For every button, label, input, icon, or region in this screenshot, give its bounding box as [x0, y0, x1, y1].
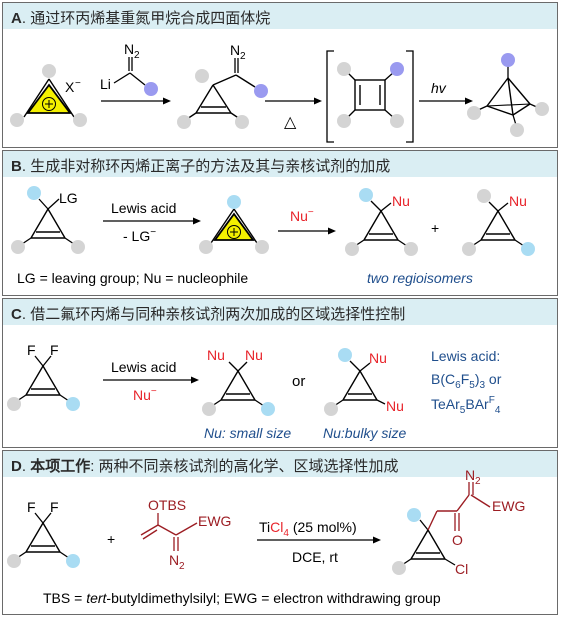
- panel-a-header: A. 通过环丙烯基重氮甲烷合成四面体烷: [3, 3, 557, 29]
- regioisomer-1: Nu: [345, 188, 418, 256]
- panel-d-scheme: F F + OTBS EWG N 2 TiCl4 (25 mol%) DCE, …: [7, 467, 525, 606]
- svg-text:F: F: [27, 342, 36, 358]
- lewis-acid-label-b: Lewis acid: [111, 200, 176, 216]
- svg-text:F: F: [50, 499, 59, 515]
- cyclopropenium-cation-a: X −: [10, 64, 87, 127]
- regioisomer-note: two regioisomers: [367, 270, 473, 286]
- svg-text:Nu: Nu: [207, 347, 225, 363]
- difluorocyclopropene-d: F F: [7, 499, 80, 568]
- nu-reagent-c: Nu−: [133, 386, 157, 403]
- nu-reagent-b: Nu−: [290, 207, 314, 224]
- cyclobutadiene-intermediate: [326, 50, 414, 143]
- svg-text:Nu: Nu: [392, 193, 410, 209]
- panel-a-title: A. 通过环丙烯基重氮甲烷合成四面体烷: [11, 10, 271, 27]
- svg-text:Nu: Nu: [245, 347, 263, 363]
- svg-text:F: F: [27, 499, 36, 515]
- distal-addition-product: Nu Nu: [324, 348, 404, 416]
- svg-text:Nu: Nu: [386, 398, 404, 414]
- svg-text:N: N: [124, 41, 134, 57]
- svg-text:2: 2: [475, 476, 481, 487]
- svg-text:Cl: Cl: [455, 561, 468, 577]
- panel-b: B. 生成非对称环丙烯正离子的方法及其与亲核试剂的加成 LG Lewis aci…: [2, 150, 558, 296]
- plus-sign-b: +: [431, 220, 439, 236]
- silyl-enol-ether-diazo: OTBS EWG N 2: [140, 497, 231, 572]
- lewis-acid-label-c: Lewis acid: [111, 359, 176, 375]
- svg-text:N: N: [169, 552, 179, 568]
- lewis-acid-borane: B(C6F5)3 or: [431, 371, 502, 391]
- or-text: or: [292, 373, 305, 390]
- svg-text:LG: LG: [59, 190, 78, 206]
- light-hv: hv: [431, 80, 447, 96]
- panel-c: C. 借二氟环丙烯与同种亲核试剂两次加成的区域选择性控制 F F Lewis a…: [2, 298, 558, 448]
- panel-b-scheme: LG Lewis acid - LG− Nu−: [11, 186, 535, 286]
- panel-a: A. 通过环丙烯基重氮甲烷合成四面体烷 X − Li N 2: [2, 2, 558, 148]
- svg-text:Nu: Nu: [369, 350, 387, 366]
- bulky-size-note: Nu:bulky size: [323, 425, 406, 441]
- lewis-acid-telluronium: TeAr5BArF4: [431, 395, 501, 416]
- panel-a-scheme: X − Li N 2: [10, 41, 549, 143]
- panel-c-scheme: F F Lewis acid Nu− Nu Nu or: [7, 342, 502, 441]
- legend-b: LG = leaving group; Nu = nucleophile: [17, 270, 248, 286]
- panel-b-title: B. 生成非对称环丙烯正离子的方法及其与亲核试剂的加成: [11, 158, 391, 175]
- svg-text:Lewis acid:: Lewis acid:: [431, 348, 500, 364]
- regioisomer-2: Nu: [462, 189, 535, 256]
- svg-text:N: N: [230, 42, 240, 58]
- panel-b-header: B. 生成非对称环丙烯正离子的方法及其与亲核试剂的加成: [3, 151, 557, 177]
- tetrahedrane-product: [467, 53, 549, 137]
- functionalized-cyclopropene-product: Cl O N 2 EWG: [392, 467, 525, 577]
- panel-d-header: D. 本项工作: 两种不同亲核试剂的高化学、区域选择性加成: [3, 451, 557, 477]
- panel-c-title: C. 借二氟环丙烯与同种亲核试剂两次加成的区域选择性控制: [11, 306, 406, 323]
- svg-text:2: 2: [179, 561, 185, 572]
- panel-d: D. 本项工作: 两种不同亲核试剂的高化学、区域选择性加成 F F + OTBS: [2, 450, 558, 615]
- svg-text:−: −: [75, 78, 81, 89]
- lewis-acid-list: Lewis acid: B(C6F5)3 or TeAr5BArF4: [431, 348, 502, 416]
- difluorocyclopropene-c: F F: [7, 342, 80, 411]
- conditions-label: DCE, rt: [292, 549, 338, 565]
- small-size-note: Nu: small size: [204, 425, 291, 441]
- svg-text:N: N: [465, 467, 475, 483]
- plus-sign-d: +: [107, 531, 115, 547]
- svg-text:2: 2: [134, 50, 140, 61]
- cyclopropene-lg: LG: [11, 186, 85, 254]
- legend-d: TBS = tert-butyldimethylsilyl; EWG = ele…: [43, 590, 441, 606]
- panel-c-header: C. 借二氟环丙烯与同种亲核试剂两次加成的区域选择性控制: [3, 299, 557, 325]
- panel-d-title: D. 本项工作: 两种不同亲核试剂的高化学、区域选择性加成: [11, 458, 399, 475]
- svg-text:EWG: EWG: [198, 513, 231, 529]
- heat-symbol: △: [284, 114, 297, 131]
- minus-lg-label: - LG−: [123, 227, 156, 244]
- svg-text:O: O: [452, 532, 463, 548]
- svg-text:Li: Li: [100, 76, 111, 92]
- svg-text:Nu: Nu: [509, 193, 527, 209]
- svg-text:2: 2: [240, 51, 246, 62]
- cyclopropenyl-diazo: N 2: [177, 42, 268, 129]
- cyclopropenium-cation-b: [199, 195, 269, 254]
- catalyst-label: TiCl4 (25 mol%): [259, 519, 357, 539]
- counterion-x: X: [65, 79, 75, 95]
- lithiated-diazo-reagent: Li N 2: [100, 41, 158, 96]
- svg-text:F: F: [50, 342, 59, 358]
- svg-text:OTBS: OTBS: [148, 497, 186, 513]
- svg-text:EWG: EWG: [492, 498, 525, 514]
- gem-addition-product: Nu Nu: [202, 347, 275, 416]
